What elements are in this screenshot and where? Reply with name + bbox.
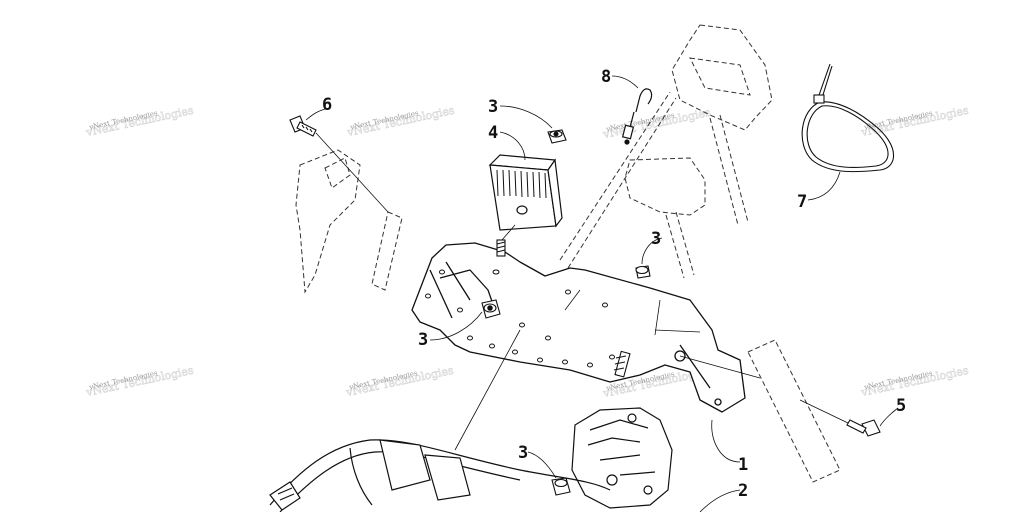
phantom-box-top bbox=[671, 24, 773, 131]
bolt-6 bbox=[289, 115, 317, 137]
block-side bbox=[547, 158, 563, 228]
phantom-post-1 bbox=[709, 114, 749, 226]
module-detail bbox=[587, 419, 656, 476]
wire-harness bbox=[269, 439, 611, 512]
nut-upper bbox=[547, 129, 567, 144]
bolt-center bbox=[613, 350, 631, 378]
nut-left bbox=[481, 299, 501, 319]
phantom-rod bbox=[559, 91, 677, 269]
phantom-bar-left bbox=[371, 211, 403, 291]
callout-3: 3 bbox=[488, 97, 498, 117]
ventilated-block bbox=[488, 154, 563, 231]
lower-module bbox=[571, 407, 673, 509]
callout-3: 3 bbox=[651, 229, 661, 249]
nut-lower bbox=[551, 477, 571, 496]
callout-6: 6 bbox=[322, 95, 332, 115]
bolt-5 bbox=[846, 419, 881, 437]
bracket-fold bbox=[429, 261, 711, 389]
phantom-post-2 bbox=[665, 211, 695, 279]
leader-line bbox=[501, 224, 516, 241]
harness-clip bbox=[424, 454, 471, 501]
bracket-outline bbox=[411, 242, 746, 413]
phantom-parts bbox=[295, 24, 841, 483]
cable-tie bbox=[801, 63, 895, 173]
block-hole bbox=[516, 205, 528, 215]
phantom-box-mid bbox=[624, 157, 706, 216]
callout-8: 8 bbox=[601, 67, 611, 87]
mounting-bracket bbox=[411, 242, 746, 413]
leader-lines bbox=[305, 75, 899, 512]
callout-3: 3 bbox=[418, 330, 428, 350]
bracket-hole bbox=[714, 398, 722, 406]
harness-sleeve bbox=[379, 439, 431, 491]
phantom-frame-right bbox=[747, 339, 841, 483]
callouts: 6 3 4 8 3 7 3 3 5 1 2 bbox=[322, 67, 906, 501]
callout-1: 1 bbox=[738, 455, 748, 475]
callout-3: 3 bbox=[518, 443, 528, 463]
block-fins bbox=[496, 169, 547, 199]
wire-hook bbox=[621, 88, 653, 145]
callout-5: 5 bbox=[896, 396, 906, 416]
callout-4: 4 bbox=[488, 123, 498, 143]
phantom-bracket-left-inner bbox=[324, 157, 351, 189]
phantom-bracket-left bbox=[295, 149, 361, 294]
bracket-ear bbox=[439, 269, 496, 311]
harness-connector bbox=[269, 481, 301, 511]
module-body bbox=[571, 407, 673, 509]
leader-line bbox=[799, 399, 849, 424]
mounting-stud bbox=[496, 239, 506, 257]
phantom-box-top-face bbox=[689, 57, 751, 96]
callout-2: 2 bbox=[738, 481, 748, 501]
nut-right bbox=[635, 265, 651, 279]
leader-line bbox=[315, 132, 389, 213]
bracket-slots bbox=[425, 269, 615, 368]
callout-7: 7 bbox=[797, 192, 807, 212]
